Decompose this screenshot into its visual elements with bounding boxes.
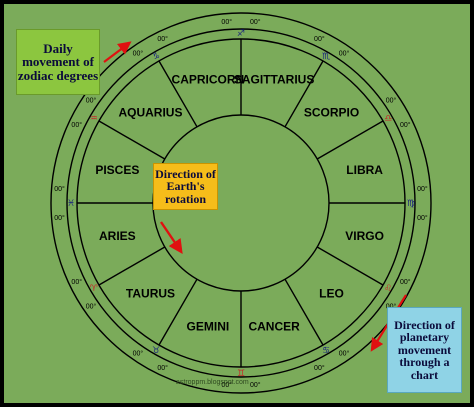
daily-movement-arrow <box>103 41 132 63</box>
degree-label: 00° <box>417 185 428 193</box>
daily-movement-label: Daily movement of zodiac degrees <box>16 29 100 95</box>
degree-label: 00° <box>386 96 397 104</box>
degree-label: 00° <box>157 364 168 372</box>
degree-label: 00° <box>400 121 411 129</box>
degree-label: 00° <box>339 50 350 58</box>
degree-label: 00° <box>133 349 144 357</box>
sign-name: GEMINI <box>187 320 230 334</box>
sign-name: TAURUS <box>126 287 175 301</box>
zodiac-glyph: ♌ <box>384 284 392 294</box>
zodiac-glyph: ♉ <box>152 346 160 356</box>
zodiac-glyph: ♍ <box>407 199 415 209</box>
degree-label: 00° <box>250 18 261 26</box>
planetary-movement-label: Direction of planetary movement through … <box>387 307 462 393</box>
zodiac-glyph: ♈ <box>90 284 99 294</box>
house-dividers <box>77 39 405 367</box>
degree-label: 00° <box>417 214 428 222</box>
zodiac-glyph: ♎ <box>384 114 392 124</box>
house-divider <box>158 278 198 346</box>
sign-name: LIBRA <box>346 163 383 177</box>
watermark: astroppm.blogspot.com <box>176 379 249 386</box>
earth-rotation-label: Direction of Earth's rotation <box>153 163 218 210</box>
degree-label: 00° <box>250 381 261 389</box>
house-divider <box>98 246 166 286</box>
zodiac-glyphs: ♐ ♏ ♎ ♍ ♌ ♋ ♊ ♉ ♈ ♓ ♒ ♑ <box>67 29 415 379</box>
degree-label: 00° <box>386 303 397 311</box>
house-divider <box>316 120 384 160</box>
direction-arrows <box>103 41 407 352</box>
sign-name: SAGITTARIUS <box>234 72 314 86</box>
sign-name: LEO <box>319 287 344 301</box>
zodiac-glyph: ♒ <box>90 114 98 124</box>
zodiac-glyph: ♋ <box>322 346 330 356</box>
sign-name: ARIES <box>99 229 136 243</box>
glyph-ring-outer <box>66 28 416 378</box>
degree-label: 00° <box>221 381 232 389</box>
sign-name: CAPRICORN <box>172 72 245 86</box>
sign-name: PISCES <box>95 163 139 177</box>
zodiac-glyph: ♊ <box>237 369 245 379</box>
house-divider <box>316 246 384 286</box>
sign-name: VIRGO <box>345 229 384 243</box>
house-divider <box>158 60 198 128</box>
house-divider <box>98 120 166 160</box>
degree-label: 00° <box>71 278 82 286</box>
degree-label: 00° <box>54 185 65 193</box>
degree-markers: 00° 00° 00° 00° 00° 00° 00° 00° 00° 00° 00° 00° 00° 0… <box>54 18 428 389</box>
zodiac-glyph: ♏ <box>322 52 330 62</box>
house-divider <box>284 60 324 128</box>
degree-label: 00° <box>400 278 411 286</box>
degree-label: 00° <box>314 364 325 372</box>
sign-name: CANCER <box>248 320 300 334</box>
sign-name: SCORPIO <box>304 105 359 119</box>
outer-degree-ring <box>50 12 432 394</box>
degree-label: 00° <box>133 50 144 58</box>
degree-label: 00° <box>221 18 232 26</box>
degree-label: 00° <box>314 35 325 43</box>
zodiac-glyph: ♑ <box>152 52 160 62</box>
zodiac-glyph: ♐ <box>237 29 245 39</box>
degree-label: 00° <box>54 214 65 222</box>
degree-label: 00° <box>86 96 97 104</box>
house-divider <box>284 278 324 346</box>
earth-rotation-arrow <box>160 221 183 254</box>
zodiac-sign-names: SAGITTARIUS SCORPIO LIBRA VIRGO LEO CANCER GEM… <box>95 72 384 333</box>
degree-label: 00° <box>157 35 168 43</box>
sign-name: AQUARIUS <box>118 105 182 119</box>
zodiac-glyph: ♓ <box>67 199 75 209</box>
degree-label: 00° <box>71 121 82 129</box>
degree-label: 00° <box>86 303 97 311</box>
degree-label: 00° <box>339 349 350 357</box>
